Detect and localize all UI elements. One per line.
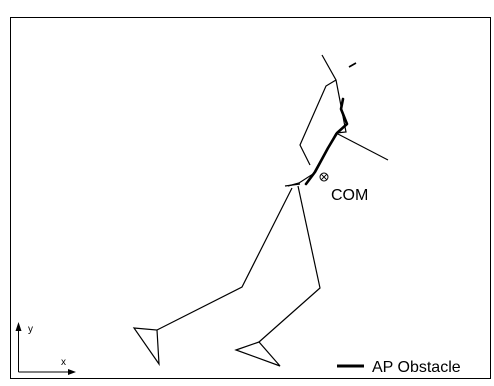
hip-connector xyxy=(284,183,301,187)
front-leg-thigh-shank xyxy=(258,185,321,343)
com-label: COM xyxy=(331,187,368,204)
back-segment xyxy=(299,79,337,166)
arm-segment xyxy=(335,132,389,161)
ap-obstacle-trajectory xyxy=(304,97,349,186)
head-segment xyxy=(321,54,347,134)
x-axis-label: x xyxy=(61,357,66,368)
rear-leg-thigh-shank xyxy=(156,187,293,331)
plot-frame xyxy=(10,17,491,379)
rear-foot xyxy=(132,327,160,367)
com-marker-icon xyxy=(319,172,329,182)
y-axis-label: y xyxy=(28,324,33,335)
axes-indicator xyxy=(18,330,70,373)
front-foot xyxy=(234,341,281,367)
legend-label: AP Obstacle xyxy=(372,359,461,376)
y-axis-arrow-icon xyxy=(15,322,22,331)
ap-obstacle-head-mark xyxy=(348,62,357,68)
x-axis-arrow-icon xyxy=(68,369,76,375)
stick-figure xyxy=(132,54,389,367)
